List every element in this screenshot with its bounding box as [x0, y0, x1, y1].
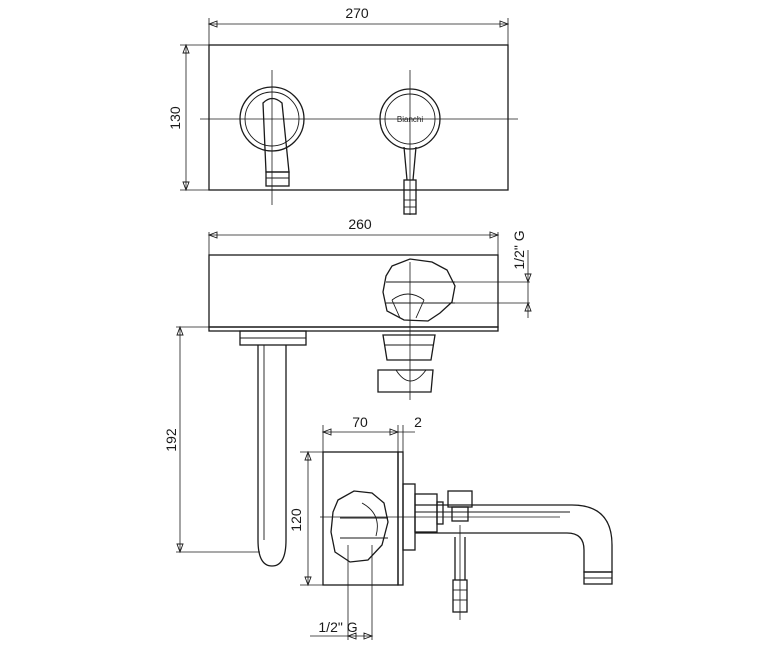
- top-lever-grip: [377, 369, 434, 393]
- side-cartridge: [330, 490, 389, 563]
- side-plate: [397, 451, 404, 586]
- dim-side-thread: 1/2" G: [318, 619, 357, 635]
- top-view: 260 1/2" G 192: [163, 216, 532, 567]
- front-view: 270 130 Bianchi: [167, 5, 518, 215]
- top-cartridge: [382, 258, 456, 322]
- side-view: 70 2 120 1/2" G: [288, 414, 613, 640]
- dim-spout-drop: 192: [163, 428, 179, 452]
- dim-front-height: 130: [167, 106, 183, 130]
- dim-side-plate: 2: [414, 414, 422, 430]
- top-plate: [208, 326, 499, 332]
- lever-handle-front: [403, 179, 417, 215]
- side-spout: [415, 504, 613, 573]
- top-lever-stem: [382, 334, 436, 361]
- spout-front: [262, 97, 290, 173]
- dim-side-height: 120: [288, 508, 304, 532]
- dim-side-depth: 70: [352, 414, 368, 430]
- dim-front-width: 270: [345, 5, 369, 21]
- top-spout: [257, 345, 287, 567]
- spout-rosette: [239, 86, 305, 152]
- lever-rosette: [379, 88, 441, 150]
- brand-logo: Bianchi: [397, 115, 423, 124]
- dim-top-width: 260: [348, 216, 372, 232]
- front-plate: [208, 44, 509, 191]
- dim-top-thread: 1/2" G: [511, 230, 527, 269]
